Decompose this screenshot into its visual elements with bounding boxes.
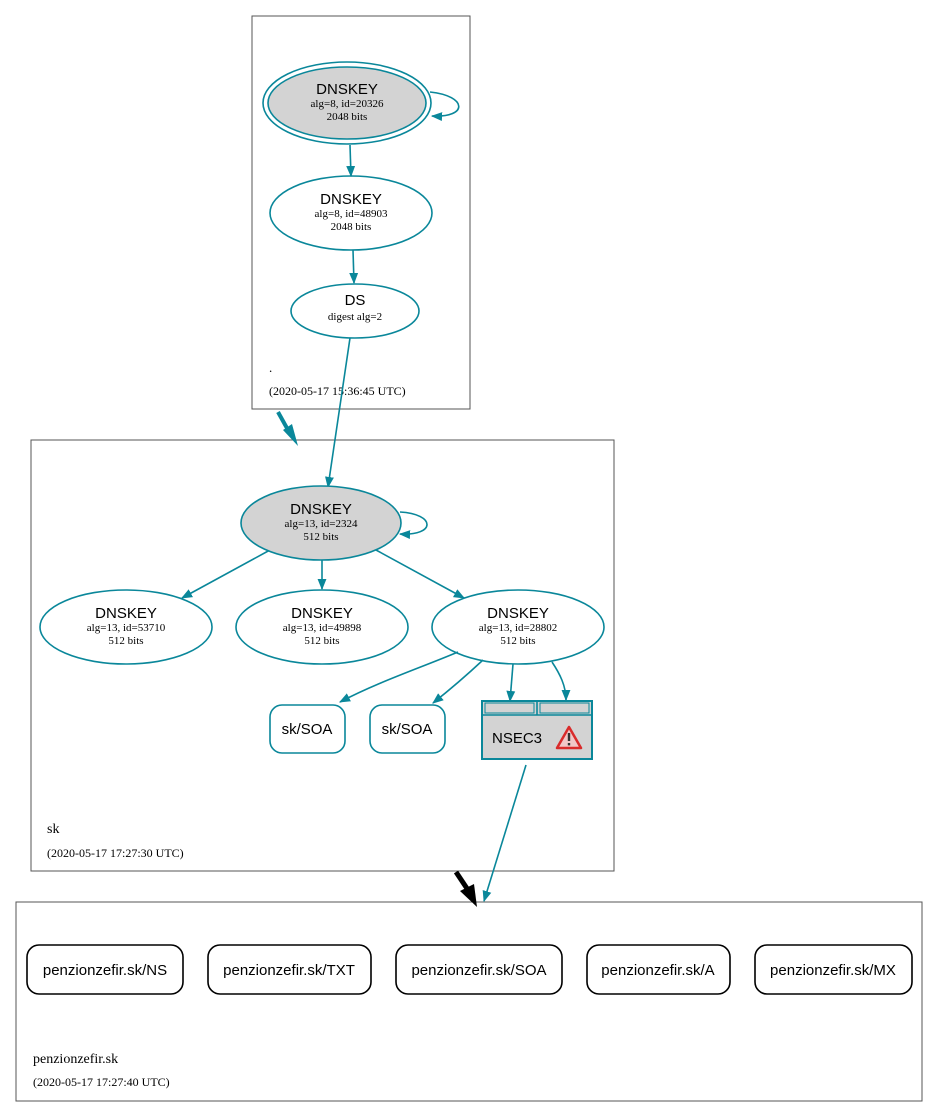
node-sk-soa-2[interactable]: sk/SOA <box>369 704 446 754</box>
edge-root-zsk-to-ds <box>349 249 359 285</box>
self-sign-edge-sk-ksk <box>398 511 428 540</box>
edge-root-ksk-to-zsk <box>346 144 356 178</box>
zone-penzionzefir-name: penzionzefir.sk <box>33 1052 118 1067</box>
node-sk-key-53710[interactable]: DNSKEY alg=13, id=53710 512 bits <box>39 589 213 665</box>
node-nsec3[interactable]: NSEC3 <box>481 700 593 760</box>
edge-nsec3-to-penzionzefir <box>482 764 527 903</box>
node-sk-key-53710-title: DNSKEY <box>95 605 157 622</box>
edge-key3-to-soa2 <box>432 659 484 704</box>
self-sign-edge-root-ksk <box>429 91 460 122</box>
node-sk-key-28802[interactable]: DNSKEY alg=13, id=28802 512 bits <box>431 589 605 665</box>
node-sk-soa-1[interactable]: sk/SOA <box>269 704 346 754</box>
node-penzionzefir-soa[interactable]: penzionzefir.sk/SOA <box>395 944 563 995</box>
node-sk-ksk-title: DNSKEY <box>290 501 352 518</box>
node-penzionzefir-mx-label: penzionzefir.sk/MX <box>770 962 896 979</box>
zone-root-timestamp: (2020-05-17 15:36:45 UTC) <box>269 384 406 398</box>
node-sk-key-49898-line1: alg=13, id=49898 <box>283 622 362 634</box>
edge-sk-ksk-to-key3 <box>375 549 465 599</box>
node-root-ds-title: DS <box>345 292 366 309</box>
node-penzionzefir-txt-label: penzionzefir.sk/TXT <box>223 962 355 979</box>
node-penzionzefir-ns-label: penzionzefir.sk/NS <box>43 962 167 979</box>
edge-root-ds-to-sk-ksk <box>325 337 351 489</box>
delegation-arrowhead-sk-to-penzionzefir <box>460 884 477 907</box>
delegation-arrowhead-root-to-sk <box>283 424 298 446</box>
node-root-zsk-title: DNSKEY <box>320 191 382 208</box>
node-sk-key-28802-line1: alg=13, id=28802 <box>479 622 557 634</box>
node-sk-soa-2-label: sk/SOA <box>382 721 433 738</box>
node-root-ksk-line1: alg=8, id=20326 <box>311 98 384 110</box>
node-penzionzefir-a-label: penzionzefir.sk/A <box>601 962 714 979</box>
edge-sk-ksk-to-key1 <box>181 549 271 599</box>
node-root-ds[interactable]: DS digest alg=2 <box>290 283 420 339</box>
node-penzionzefir-txt[interactable]: penzionzefir.sk/TXT <box>207 944 372 995</box>
node-nsec3-label: NSEC3 <box>492 730 542 747</box>
warning-icon <box>555 725 583 750</box>
zone-sk-cluster <box>30 439 615 872</box>
edge-key3-to-nsec3-b <box>551 661 571 702</box>
node-sk-ksk-line1: alg=13, id=2324 <box>285 518 358 530</box>
edge-key3-to-nsec3-a <box>506 663 516 703</box>
node-root-ksk-title: DNSKEY <box>316 81 378 98</box>
node-sk-key-49898[interactable]: DNSKEY alg=13, id=49898 512 bits <box>235 589 409 665</box>
node-root-zsk[interactable]: DNSKEY alg=8, id=48903 2048 bits <box>269 175 433 251</box>
node-root-zsk-line2: 2048 bits <box>331 221 372 233</box>
node-sk-key-49898-title: DNSKEY <box>291 605 353 622</box>
node-penzionzefir-mx[interactable]: penzionzefir.sk/MX <box>754 944 913 995</box>
zone-root-cluster <box>251 15 471 410</box>
node-penzionzefir-a[interactable]: penzionzefir.sk/A <box>586 944 731 995</box>
zone-penzionzefir-cluster <box>15 901 923 1102</box>
zone-sk-timestamp: (2020-05-17 17:27:30 UTC) <box>47 846 184 860</box>
zone-penzionzefir-timestamp: (2020-05-17 17:27:40 UTC) <box>33 1075 170 1089</box>
zone-sk-name: sk <box>47 822 59 837</box>
node-sk-key-53710-line1: alg=13, id=53710 <box>87 622 166 634</box>
node-root-ds-line1: digest alg=2 <box>328 311 382 323</box>
node-root-ksk-line2: 2048 bits <box>327 111 368 123</box>
node-sk-key-28802-title: DNSKEY <box>487 605 549 622</box>
node-sk-ksk[interactable]: DNSKEY alg=13, id=2324 512 bits <box>240 485 402 561</box>
node-sk-key-49898-line2: 512 bits <box>304 635 339 647</box>
node-sk-soa-1-label: sk/SOA <box>282 721 333 738</box>
delegation-arrow-sk-to-penzionzefir <box>453 870 471 892</box>
node-root-zsk-line1: alg=8, id=48903 <box>315 208 388 220</box>
node-sk-key-53710-line2: 512 bits <box>108 635 143 647</box>
node-penzionzefir-ns[interactable]: penzionzefir.sk/NS <box>26 944 184 995</box>
delegation-arrow-root-to-sk <box>276 411 290 431</box>
edge-key3-to-soa1 <box>339 651 459 703</box>
node-penzionzefir-soa-label: penzionzefir.sk/SOA <box>411 962 546 979</box>
zone-root-name: . <box>269 360 272 375</box>
node-sk-ksk-line2: 512 bits <box>303 531 338 543</box>
node-sk-key-28802-line2: 512 bits <box>500 635 535 647</box>
node-root-ksk[interactable]: DNSKEY alg=8, id=20326 2048 bits <box>262 61 432 145</box>
